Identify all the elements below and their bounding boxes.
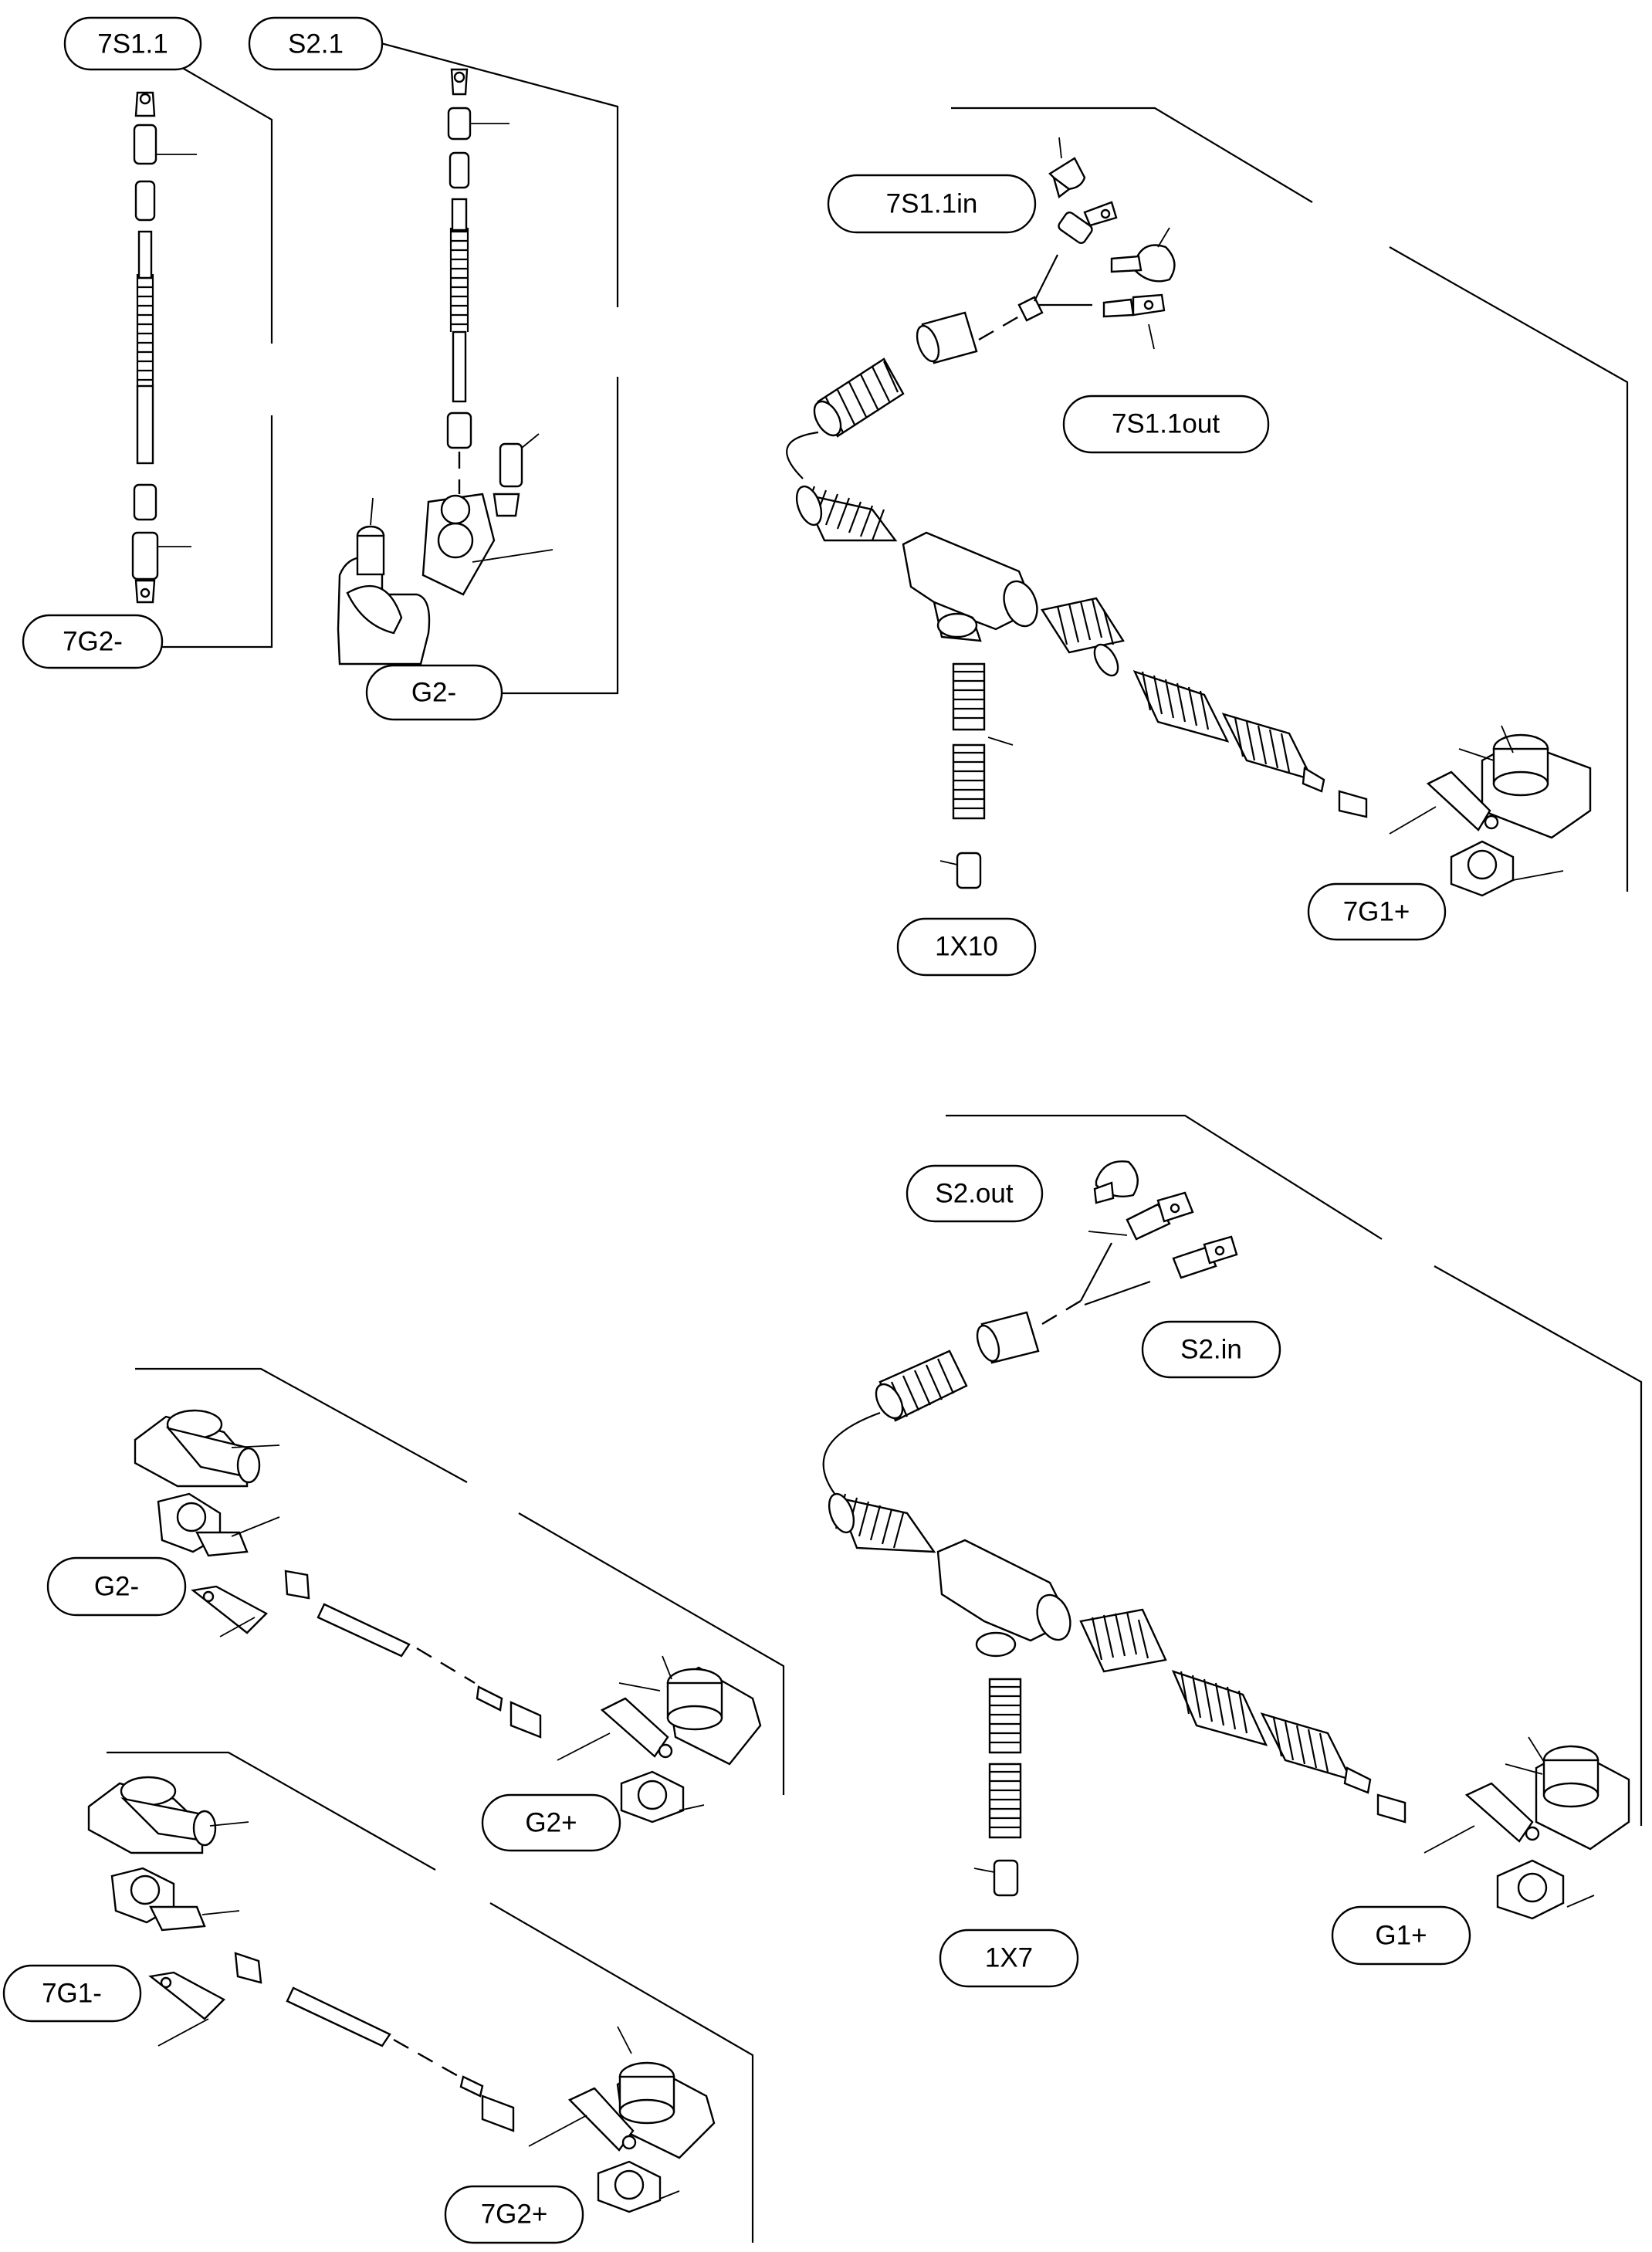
svg-text:S2.1: S2.1 [288, 29, 344, 59]
svg-text:G2-: G2- [411, 678, 456, 708]
label-7s1-1in: 7S1.1in [827, 174, 1037, 234]
svg-text:1X7: 1X7 [985, 1943, 1033, 1973]
svg-text:7S1.1out: 7S1.1out [1112, 409, 1220, 439]
svg-text:G2-: G2- [94, 1572, 139, 1602]
svg-text:S2.in: S2.in [1180, 1335, 1242, 1365]
label-7s1-1out: 7S1.1out [1062, 395, 1270, 454]
label-1x7: 1X7 [939, 1929, 1079, 1988]
label-g2-plus: G2+ [481, 1793, 621, 1852]
svg-text:7G1+: 7G1+ [1343, 897, 1410, 927]
label-s2-in: S2.in [1141, 1320, 1281, 1379]
label-1x10: 1X10 [896, 917, 1037, 977]
svg-text:G2+: G2+ [525, 1808, 577, 1838]
cable-assembly-7g1 [87, 1751, 754, 2243]
harness-1x7 [822, 1114, 1643, 1920]
svg-text:7S1.1in: 7S1.1in [886, 189, 978, 219]
label-7g2-minus-top: 7G2- [22, 614, 164, 669]
label-g2-minus-bottom: G2- [46, 1556, 187, 1617]
label-7s1-1: 7S1.1 [63, 16, 202, 71]
svg-text:7G2+: 7G2+ [481, 2200, 548, 2230]
svg-text:7S1.1: 7S1.1 [97, 29, 168, 59]
label-7g1-plus: 7G1+ [1307, 882, 1447, 941]
label-g1-plus: G1+ [1331, 1905, 1471, 1966]
cable-assembly-g2 [134, 1367, 785, 1824]
harness-1x10 [786, 107, 1629, 897]
label-s2-1: S2.1 [248, 16, 384, 71]
svg-text:7G1-: 7G1- [42, 1979, 102, 2009]
svg-text:G1+: G1+ [1375, 1921, 1427, 1951]
label-s2-out: S2.out [906, 1164, 1044, 1223]
svg-text:S2.out: S2.out [935, 1179, 1013, 1209]
cable-assembly-s2-1 [337, 41, 619, 695]
svg-text:7G2-: 7G2- [63, 627, 123, 657]
svg-text:1X10: 1X10 [935, 932, 998, 962]
label-7g2-plus: 7G2+ [444, 2185, 584, 2244]
label-g2-minus-top: G2- [365, 664, 503, 721]
cable-assembly-7s1-1 [131, 46, 273, 649]
label-7g1-minus: 7G1- [2, 1964, 142, 2023]
